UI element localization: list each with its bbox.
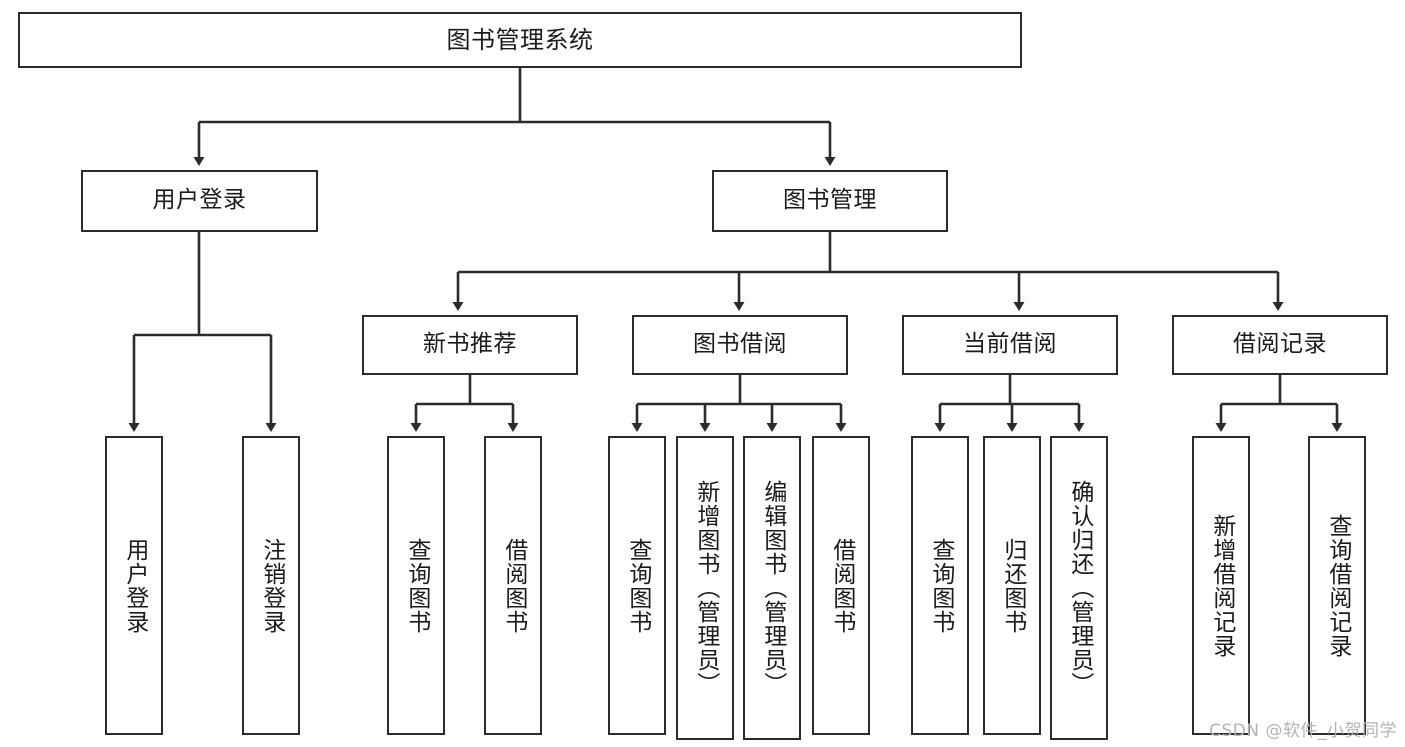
node-leaf-query-book-borrow[interactable]: 查询图书 [608, 436, 666, 735]
node-label: 用户登录 [121, 537, 148, 634]
node-leaf-add-book[interactable]: 新增图书（管理员） [676, 436, 734, 740]
node-label: 编辑图书（管理员） [759, 480, 786, 696]
node-root-system[interactable]: 图书管理系统 [18, 12, 1022, 68]
node-leaf-confirm-return[interactable]: 确认归还（管理员） [1050, 436, 1108, 740]
node-leaf-user-login[interactable]: 用户登录 [105, 436, 163, 735]
node-label: 新增图书（管理员） [692, 480, 719, 696]
node-label: 借阅图书 [500, 537, 527, 634]
csdn-watermark: CSDN @软件_小贺同学 [1209, 721, 1397, 741]
node-label: 借阅图书 [828, 537, 855, 634]
node-label: 用户登录 [152, 187, 247, 214]
node-label: 图书管理系统 [446, 25, 594, 54]
node-label: 当前借阅 [963, 331, 1057, 358]
node-leaf-query-book-recommend[interactable]: 查询图书 [387, 436, 445, 735]
node-book-management[interactable]: 图书管理 [712, 170, 948, 232]
node-label: 归还图书 [999, 537, 1026, 634]
node-current-borrow[interactable]: 当前借阅 [902, 315, 1118, 375]
node-label: 确认归还（管理员） [1066, 480, 1093, 696]
node-label: 查询图书 [624, 537, 651, 634]
node-new-book-recommend[interactable]: 新书推荐 [362, 315, 578, 375]
node-label: 新增借阅记录 [1208, 513, 1235, 658]
node-borrow-record[interactable]: 借阅记录 [1172, 315, 1388, 375]
node-leaf-query-borrow-record[interactable]: 查询借阅记录 [1308, 436, 1366, 735]
node-label: 图书借阅 [693, 331, 787, 358]
node-leaf-borrow-book-recommend[interactable]: 借阅图书 [484, 436, 542, 735]
node-leaf-edit-book[interactable]: 编辑图书（管理员） [743, 436, 801, 740]
node-label: 图书管理 [783, 187, 877, 214]
node-leaf-add-borrow-record[interactable]: 新增借阅记录 [1192, 436, 1250, 735]
node-label: 查询借阅记录 [1324, 513, 1351, 658]
node-book-borrow[interactable]: 图书借阅 [632, 315, 848, 375]
node-user-login[interactable]: 用户登录 [81, 170, 318, 232]
node-label: 注销登录 [258, 537, 285, 634]
node-label: 新书推荐 [423, 331, 517, 358]
node-leaf-return-book[interactable]: 归还图书 [983, 436, 1041, 735]
node-leaf-borrow-book[interactable]: 借阅图书 [812, 436, 870, 735]
node-label: 查询图书 [403, 537, 430, 634]
node-leaf-logout[interactable]: 注销登录 [242, 436, 300, 735]
node-label: 查询图书 [927, 537, 954, 634]
node-label: 借阅记录 [1233, 331, 1327, 358]
node-leaf-query-book-current[interactable]: 查询图书 [911, 436, 969, 735]
